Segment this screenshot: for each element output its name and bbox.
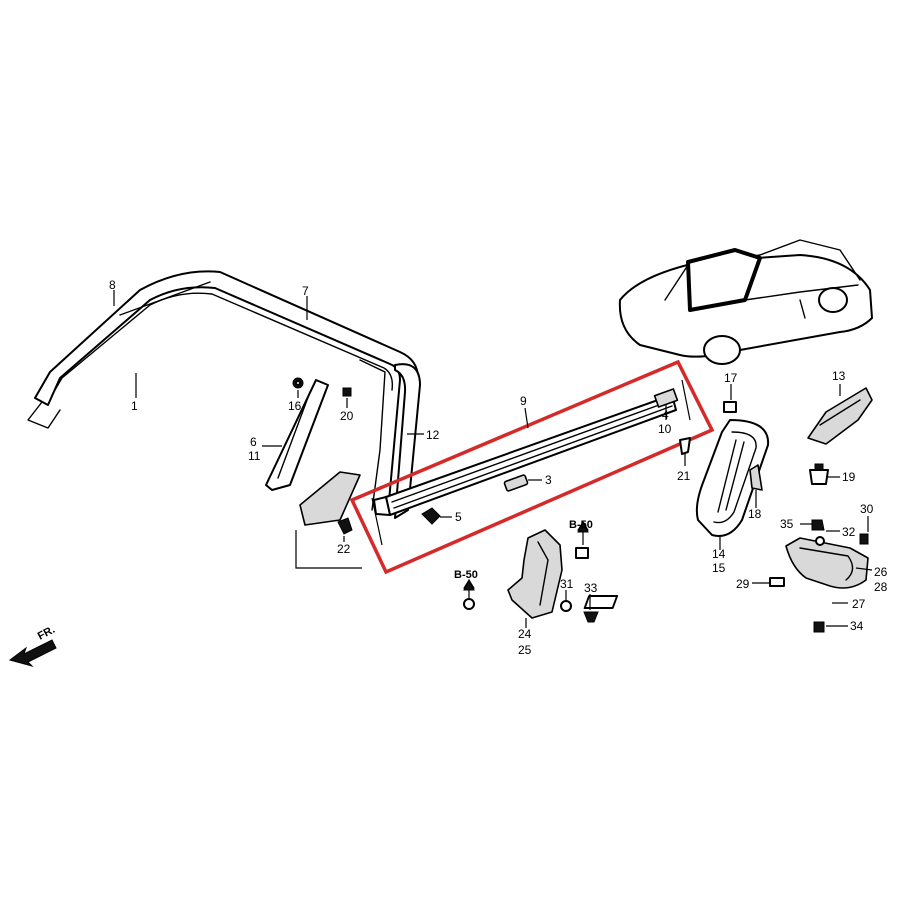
callout-10: 10 <box>658 422 672 436</box>
callout-27: 27 <box>852 597 866 611</box>
callout-31: 31 <box>560 577 574 591</box>
callout-12: 12 <box>426 428 440 442</box>
ref-mark-b50-left: B-50 <box>454 569 478 581</box>
fasteners-center <box>463 521 599 623</box>
side-intake <box>695 419 770 537</box>
callout-labels: 8 1 7 16 20 6 11 12 22 9 3 5 4 10 17 21 … <box>36 278 888 657</box>
callout-32: 32 <box>842 525 856 539</box>
highlight-frame <box>349 359 715 575</box>
pillar-seal <box>265 379 329 491</box>
bracket-sill-left <box>371 497 383 546</box>
callout-15: 15 <box>712 561 726 575</box>
ref-mark-b50-center: B-50 <box>569 519 593 531</box>
callout-8: 8 <box>109 278 116 292</box>
callout-24: 24 <box>518 627 532 641</box>
callout-9: 9 <box>520 394 527 408</box>
callout-6: 6 <box>250 435 257 449</box>
callout-35: 35 <box>780 517 794 531</box>
door-sill-assembly <box>373 388 679 525</box>
mud-guard-rear <box>785 537 869 589</box>
part-18 <box>749 464 763 491</box>
callout-1: 1 <box>131 399 138 413</box>
callout-30: 30 <box>860 502 874 516</box>
callout-25: 25 <box>518 643 532 657</box>
callout-18: 18 <box>748 507 762 521</box>
callout-16: 16 <box>288 399 302 413</box>
callout-14: 14 <box>712 547 726 561</box>
part-27 <box>583 595 619 609</box>
mud-guard-front <box>507 529 563 619</box>
ref-arrows <box>463 520 589 598</box>
callout-34: 34 <box>850 619 864 633</box>
callout-29: 29 <box>736 577 750 591</box>
part-21 <box>679 437 691 455</box>
callout-26: 26 <box>874 565 888 579</box>
callout-11: 11 <box>248 449 261 463</box>
part-17 <box>723 401 737 413</box>
callout-4: 4 <box>662 408 669 422</box>
callout-3: 3 <box>545 473 552 487</box>
windshield-molding <box>27 270 419 526</box>
clips-left <box>292 377 353 535</box>
callout-28: 28 <box>874 580 888 594</box>
callout-5: 5 <box>455 510 462 524</box>
callout-21: 21 <box>677 469 691 483</box>
front-direction-arrow <box>8 639 57 667</box>
part-19 <box>809 463 829 485</box>
front-direction-label: FR. <box>36 624 57 643</box>
callout-13: 13 <box>832 369 846 383</box>
callout-19: 19 <box>842 470 856 484</box>
callout-20: 20 <box>340 409 354 423</box>
leader-lines <box>113 290 873 628</box>
callout-22: 22 <box>337 542 351 556</box>
bracket-left <box>295 530 362 569</box>
callout-33: 33 <box>584 581 598 595</box>
bracket-sill-right <box>681 379 691 421</box>
part-13 <box>807 387 873 445</box>
callout-7: 7 <box>302 284 309 298</box>
callout-17: 17 <box>724 371 738 385</box>
car-illustration <box>618 239 873 365</box>
fasteners-right <box>769 519 869 633</box>
